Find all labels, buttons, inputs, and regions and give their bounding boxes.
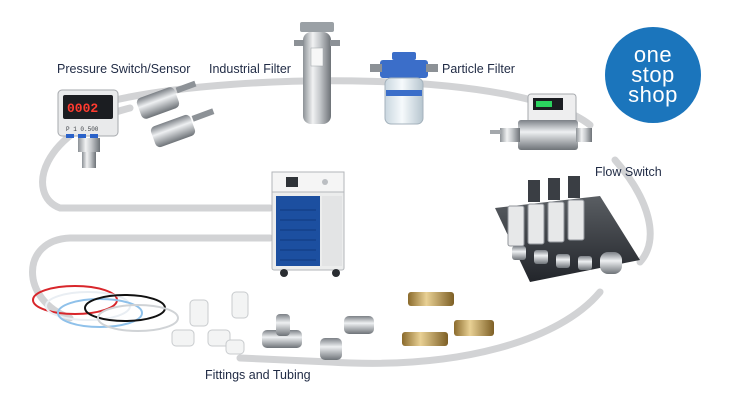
one-stop-shop-logo: one stop shop xyxy=(605,27,701,123)
pressure-main-readout: 0002 xyxy=(67,101,98,116)
chiller-product xyxy=(271,171,345,277)
logo-line-one: one xyxy=(633,42,673,67)
industrial-filter-product xyxy=(294,22,340,124)
label-particle-filter: Particle Filter xyxy=(442,62,515,76)
valve-manifold-product xyxy=(495,176,640,282)
fittings-product xyxy=(171,291,494,360)
particle-filter-product xyxy=(370,52,438,125)
label-pressure-switch-sensor: Pressure Switch/Sensor xyxy=(57,62,191,76)
tubing-coils-product xyxy=(32,285,179,332)
pressure-switch-product: 0002 P 1 0.500 xyxy=(57,80,215,168)
flow-switch-product xyxy=(490,93,592,150)
logo-line-stop: stop xyxy=(631,62,675,87)
label-fittings-and-tubing: Fittings and Tubing xyxy=(205,368,311,382)
logo-line-shop: shop xyxy=(628,82,678,107)
label-industrial-filter: Industrial Filter xyxy=(209,62,291,76)
label-flow-switch: Flow Switch xyxy=(595,165,662,179)
pressure-sub-readout: P 1 0.500 xyxy=(66,126,99,133)
